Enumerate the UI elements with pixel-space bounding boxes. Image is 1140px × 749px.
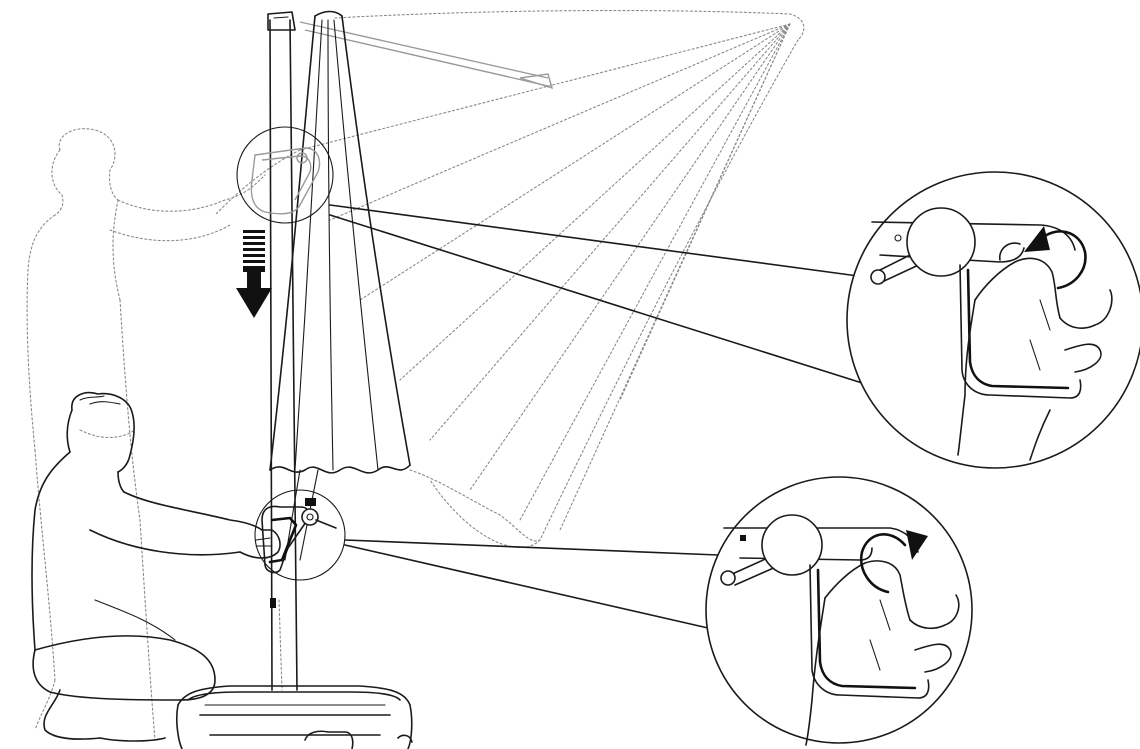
person-kneeling [31,391,281,742]
weighted-base [175,685,413,749]
upper-detail-source-circle [236,126,334,224]
down-arrow-icon [236,230,272,318]
leader-lines [329,204,879,629]
upper-detail-zoom [846,171,1140,469]
lower-detail-zoom [705,476,973,746]
crank-handle [254,489,346,581]
pole-lock-knob [270,598,276,608]
person-standing-dotted [26,128,266,741]
open-canopy-dotted [214,9,805,549]
umbrella-pole [267,11,298,691]
